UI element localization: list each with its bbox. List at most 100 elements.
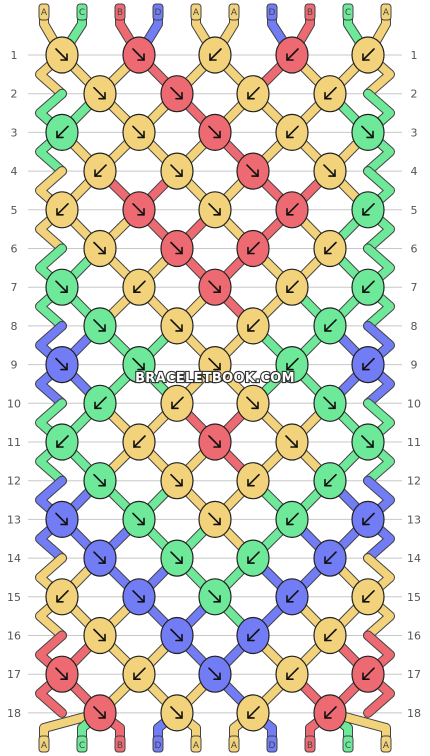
- arrow-shaft: [171, 396, 184, 410]
- arrow-shaft: [286, 512, 299, 526]
- knot: [122, 346, 156, 384]
- knot: [198, 500, 232, 539]
- arrow-shaft: [132, 125, 145, 139]
- arrow-shaft: [362, 512, 375, 526]
- row-number-right: 11: [407, 436, 421, 449]
- arrow-shaft: [324, 319, 337, 332]
- arrow-shaft: [170, 706, 183, 719]
- knot: [45, 578, 79, 616]
- row-number-left: 13: [7, 513, 21, 526]
- arrow-shaft: [324, 241, 337, 255]
- arrow-head: [286, 517, 294, 526]
- row-number-left: 6: [11, 243, 18, 256]
- arrow-head: [133, 440, 141, 448]
- arrow-shaft: [362, 203, 375, 216]
- arrow-head: [213, 362, 221, 371]
- knot: [45, 500, 79, 539]
- arrow-head: [324, 711, 332, 719]
- knot: [160, 384, 194, 422]
- strand-tab-top: [228, 3, 240, 21]
- knot: [45, 268, 79, 306]
- row-number-left: 11: [7, 436, 21, 449]
- arrow-head: [247, 633, 255, 642]
- knot: [83, 75, 117, 113]
- arrow-head: [175, 556, 183, 564]
- knot: [83, 152, 117, 190]
- arrow-shaft: [208, 125, 221, 139]
- arrow-shaft: [361, 125, 374, 139]
- strand-label-bottom: A: [383, 741, 390, 751]
- strand-tab-top: [190, 3, 202, 21]
- arrow-head: [324, 91, 332, 100]
- strand-label-bottom: A: [41, 741, 48, 751]
- arrow-head: [286, 672, 294, 681]
- arrow-shaft: [323, 164, 336, 177]
- arrow-head: [251, 401, 259, 410]
- row-number-right: 4: [411, 165, 418, 178]
- arrow-shaft: [247, 706, 260, 719]
- strand-label-bottom: B: [117, 741, 123, 751]
- arrow-head: [98, 633, 106, 642]
- knot: [236, 229, 270, 268]
- arrow-head: [286, 130, 294, 139]
- row-number-left: 10: [7, 397, 21, 410]
- arrow-shaft: [286, 48, 299, 61]
- arrow-shaft: [132, 357, 145, 371]
- row-number-right: 3: [411, 126, 418, 139]
- arrow-shaft: [361, 435, 374, 448]
- arrow-head: [362, 517, 370, 526]
- row-number-right: 9: [411, 359, 418, 372]
- knot: [198, 191, 232, 229]
- arrow-shaft: [362, 48, 375, 61]
- knot: [122, 113, 156, 151]
- arrow-shaft: [93, 706, 106, 719]
- knot: [275, 655, 309, 693]
- arrow-head: [137, 517, 145, 526]
- arrow-head: [175, 711, 183, 719]
- arrow-head: [213, 517, 221, 526]
- arrow-shaft: [93, 473, 106, 487]
- strand-label-top: C: [79, 8, 85, 18]
- site-watermark: BRACELETBOOK.COM: [135, 371, 295, 386]
- arrow-shaft: [246, 164, 259, 177]
- knot: [198, 346, 232, 384]
- knot: [83, 229, 117, 268]
- knot: [313, 384, 347, 422]
- strand-tab-top: [266, 3, 278, 21]
- arrow-shaft: [208, 357, 221, 371]
- knot: [275, 423, 309, 461]
- knot: [122, 423, 156, 461]
- arrow-head: [366, 440, 374, 448]
- arrow-head: [362, 53, 370, 61]
- arrow-shaft: [56, 589, 69, 603]
- arrow-shaft: [208, 512, 221, 526]
- knot: [83, 307, 117, 345]
- strand-label-bottom: D: [269, 741, 276, 751]
- knot: [160, 539, 194, 577]
- strand-label-bottom: B: [307, 741, 313, 751]
- knot: [45, 423, 79, 461]
- arrow-shaft: [208, 435, 221, 448]
- arrow-shaft: [247, 86, 260, 100]
- knot: [122, 578, 156, 616]
- row-number-left: 2: [11, 88, 18, 101]
- row-number-right: 12: [407, 475, 421, 488]
- arrow-shaft: [286, 280, 299, 294]
- arrow-shaft: [324, 86, 337, 100]
- knot: [275, 268, 309, 306]
- row-number-left: 12: [7, 475, 21, 488]
- knot: [198, 655, 232, 693]
- arrow-head: [324, 324, 332, 332]
- arrow-head: [137, 208, 145, 216]
- arrow-shaft: [362, 667, 375, 681]
- knot: [160, 75, 194, 113]
- knot: [275, 36, 309, 74]
- arrow-shaft: [170, 551, 183, 564]
- strand-label-top: A: [41, 8, 48, 18]
- strand-tab-bottom: [38, 735, 50, 753]
- row-number-left: 14: [7, 552, 21, 565]
- knot: [198, 113, 232, 151]
- knot: [236, 307, 270, 345]
- arrow-shaft: [132, 512, 145, 526]
- arrow-shaft: [55, 280, 68, 294]
